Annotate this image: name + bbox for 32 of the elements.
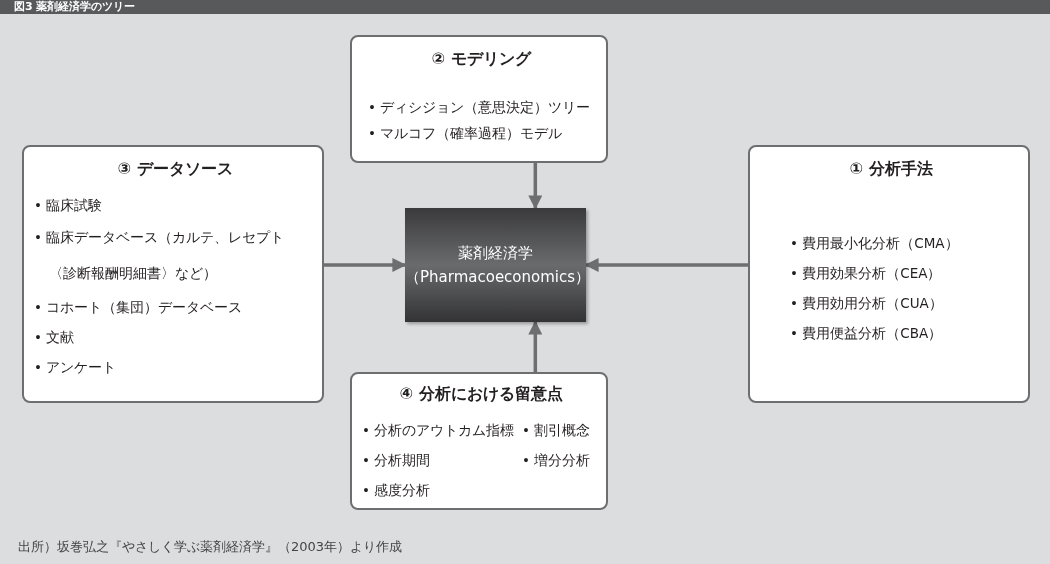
list-item: • ディシジョン（意思決定）ツリー: [368, 98, 591, 117]
list-item: • 割引概念: [522, 421, 591, 440]
list-item: • 費用最小化分析（CMA）: [790, 234, 959, 253]
box-heading: ① 分析手法: [848, 159, 934, 179]
list-item: • 文献: [34, 328, 75, 347]
arrow: [324, 258, 407, 272]
list-item: • 臨床データベース（カルテ、レセプト〈診断報酬明細書〉など）: [34, 228, 286, 283]
topic-box: [748, 145, 1030, 403]
box-heading: ③ データソース: [116, 159, 234, 179]
box-heading: ② モデリング: [430, 49, 533, 69]
arrow: [528, 163, 543, 210]
list-item: • コホート（集団）データベース: [34, 298, 243, 317]
arrow: [528, 320, 543, 372]
list-item: • 費用効用分析（CUA）: [790, 294, 943, 313]
topic-box: [22, 145, 324, 403]
central-title: 薬剤経済学: [457, 243, 534, 264]
topic-box: [350, 35, 608, 163]
central-subtitle: （Pharmacoeconomics）: [405, 267, 586, 288]
list-item: • 費用効果分析（CEA）: [790, 264, 942, 283]
caption: 出所）坂巻弘之『やさしく学ぶ薬剤経済学』（2003年）より作成: [18, 538, 403, 556]
title: 図3 薬剤経済学のツリー: [14, 0, 136, 14]
list-item: • アンケート: [34, 358, 117, 377]
list-item: • 感度分析: [362, 481, 431, 500]
list-item: • 増分分析: [522, 451, 591, 470]
list-item: • 費用便益分析（CBA）: [790, 324, 943, 343]
topic-box: [350, 372, 608, 510]
list-item: • 分析のアウトカム指標: [362, 421, 515, 440]
box-heading: ④ 分析における留意点: [398, 384, 564, 404]
list-item: • マルコフ（確率過程）モデル: [368, 124, 563, 143]
central-topic-box: [405, 208, 586, 322]
list-item: • 臨床試験: [34, 196, 103, 215]
list-item: • 分析期間: [362, 451, 431, 470]
